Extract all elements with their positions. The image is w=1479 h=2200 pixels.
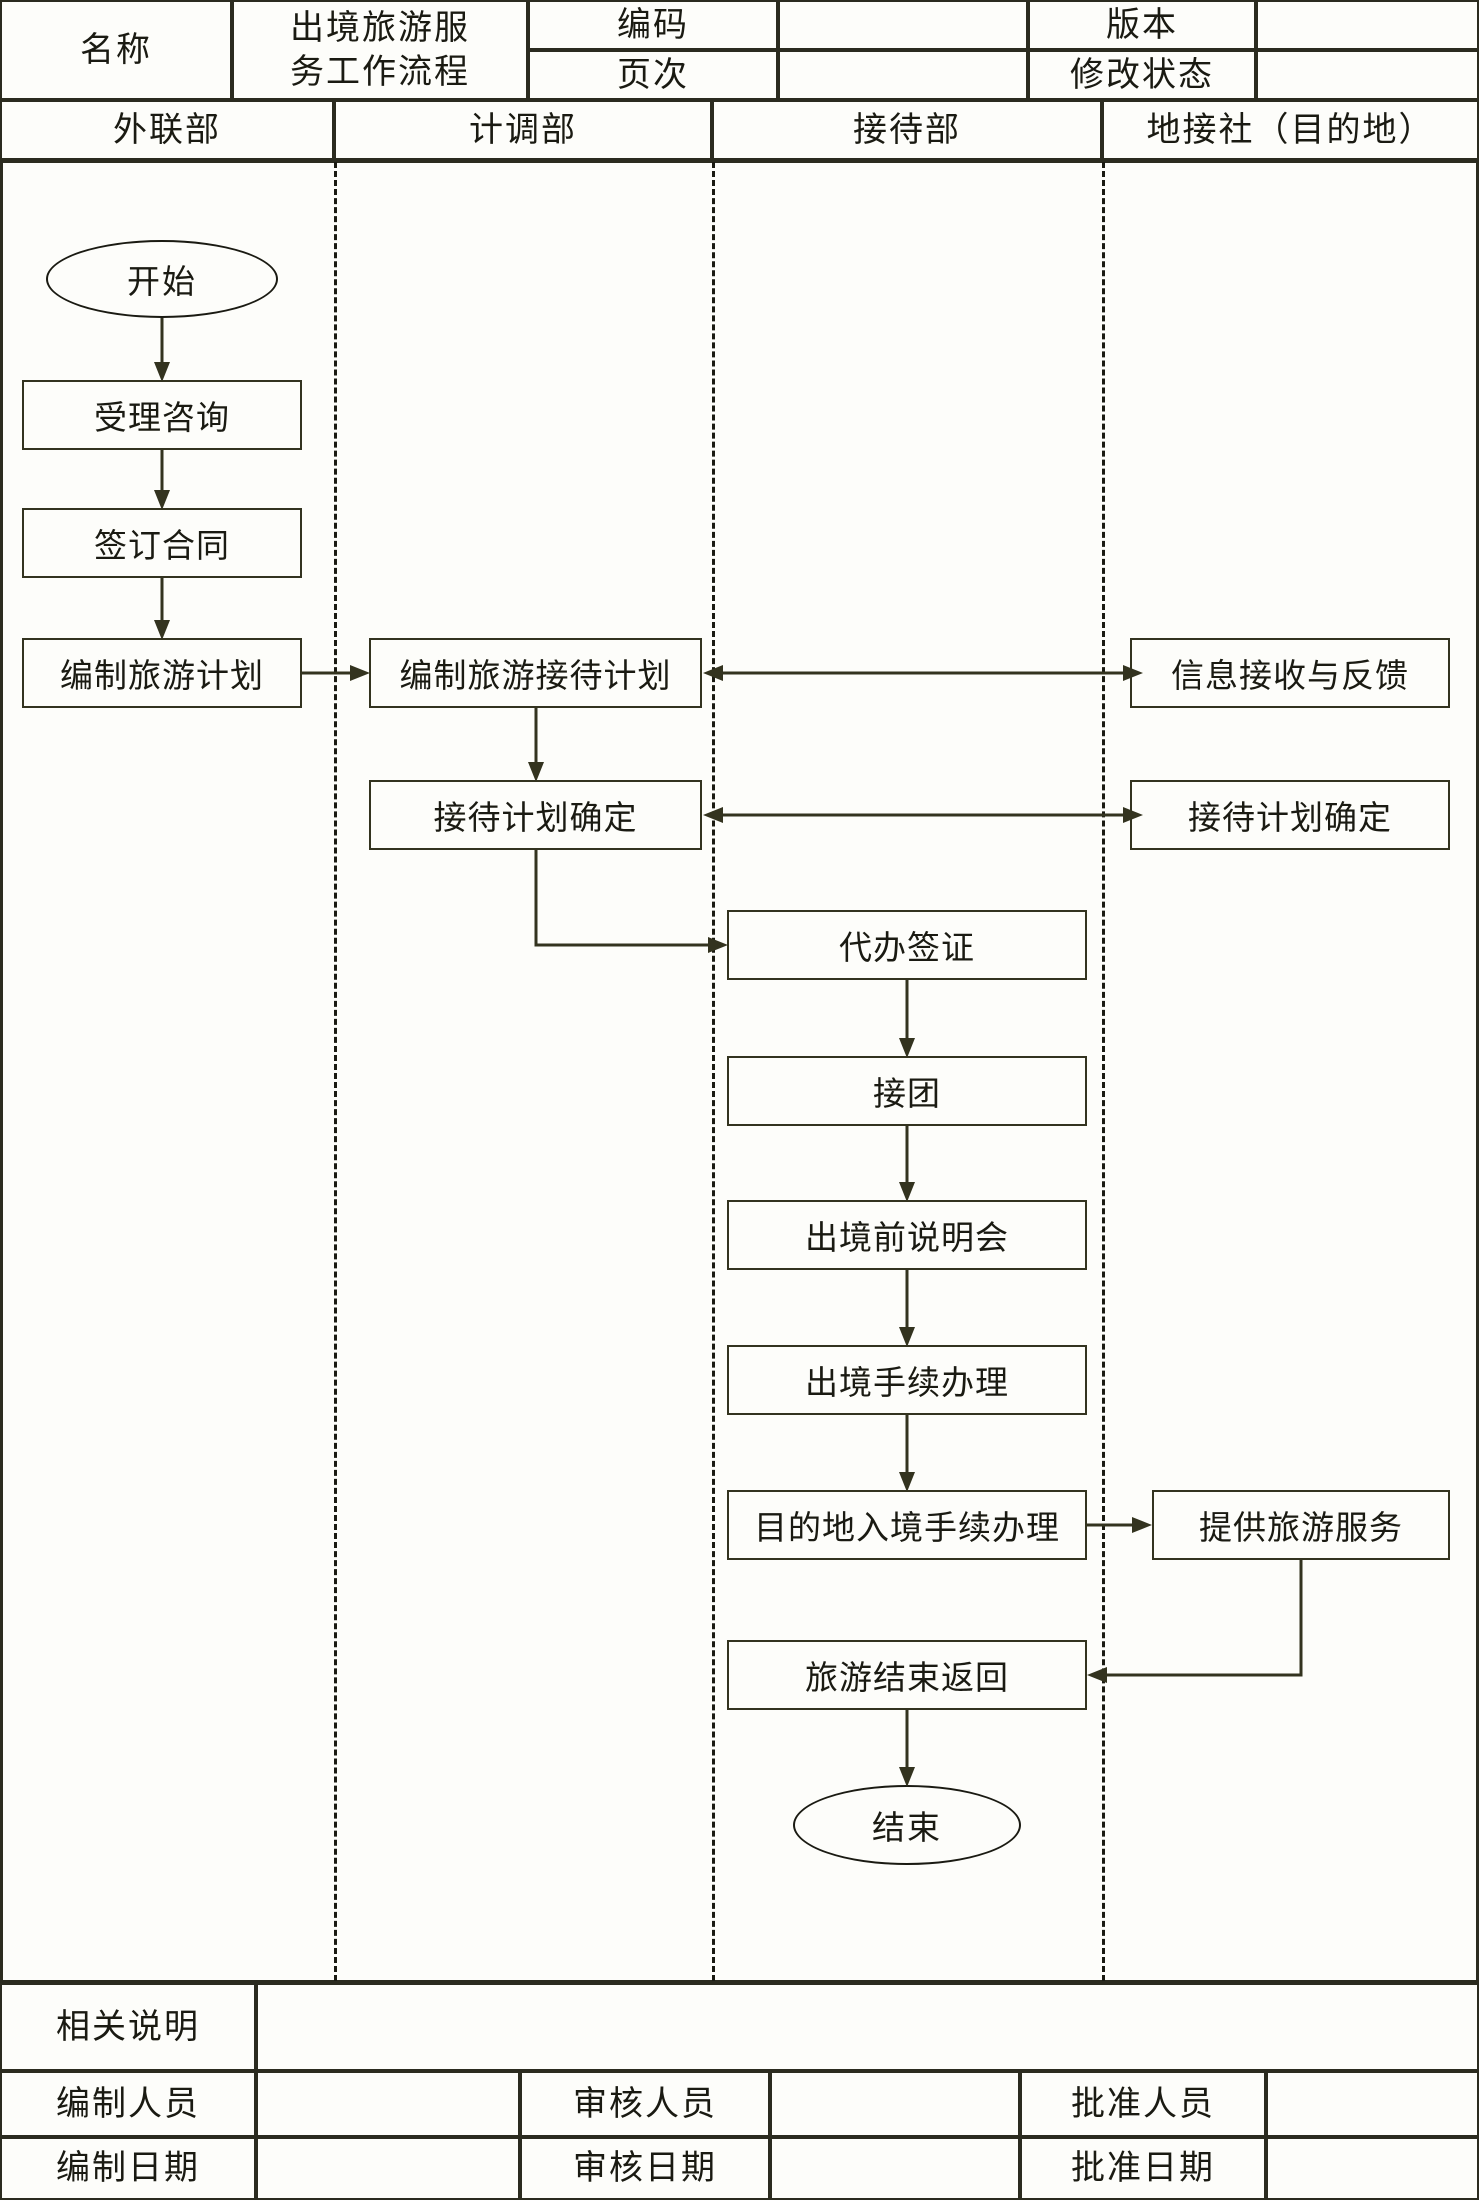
footer-reviewed-by-value[interactable]: [770, 2071, 1020, 2137]
footer-notes-value[interactable]: [256, 1983, 1479, 2071]
node-provide-tour-service: 提供旅游服务: [1152, 1490, 1450, 1560]
lane-header-jiDiaoBu: 计调部: [334, 100, 712, 160]
footer-approved-date-label: 批准日期: [1020, 2137, 1266, 2200]
node-info-receive-feedback: 信息接收与反馈: [1130, 638, 1450, 708]
footer-reviewed-date-label: 审核日期: [520, 2137, 770, 2200]
footer-approved-date-value[interactable]: [1266, 2137, 1479, 2200]
header-page-label: 页次: [528, 50, 778, 100]
footer-prepared-by-label: 编制人员: [0, 2071, 256, 2137]
lane-divider-3: [1102, 162, 1105, 1981]
node-make-reception-plan: 编制旅游接待计划: [369, 638, 702, 708]
flow-area-frame: [0, 160, 1479, 1983]
node-sign-contract: 签订合同: [22, 508, 302, 578]
header-title-text: 出境旅游服 务工作流程: [290, 7, 470, 92]
node-tour-end-return: 旅游结束返回: [727, 1640, 1087, 1710]
header-page-value[interactable]: [778, 50, 1028, 100]
lane-header-jieDaiBu: 接待部: [712, 100, 1102, 160]
footer-approved-by-label: 批准人员: [1020, 2071, 1266, 2137]
footer-prepared-date-label: 编制日期: [0, 2137, 256, 2200]
header-code-value[interactable]: [778, 0, 1028, 50]
node-accept-consult: 受理咨询: [22, 380, 302, 450]
footer-notes-label: 相关说明: [0, 1983, 256, 2071]
header-version-label: 版本: [1028, 0, 1256, 50]
header-name-label: 名称: [0, 0, 232, 100]
header-revision-label: 修改状态: [1028, 50, 1256, 100]
node-reception-plan-confirm-right: 接待计划确定: [1130, 780, 1450, 850]
footer-reviewed-date-value[interactable]: [770, 2137, 1020, 2200]
lane-divider-1: [334, 162, 337, 1981]
node-meet-group: 接团: [727, 1056, 1087, 1126]
node-destination-entry-formalities: 目的地入境手续办理: [727, 1490, 1087, 1560]
node-visa-agency: 代办签证: [727, 910, 1087, 980]
node-reception-plan-confirm-mid: 接待计划确定: [369, 780, 702, 850]
footer-reviewed-by-label: 审核人员: [520, 2071, 770, 2137]
lane-header-waiLianBu: 外联部: [0, 100, 334, 160]
header-version-value[interactable]: [1256, 0, 1479, 50]
header-code-label: 编码: [528, 0, 778, 50]
footer-prepared-date-value[interactable]: [256, 2137, 520, 2200]
node-start: 开始: [46, 240, 278, 318]
node-end: 结束: [793, 1785, 1021, 1865]
lane-header-diJieShe: 地接社（目的地）: [1102, 100, 1479, 160]
node-pre-departure-briefing: 出境前说明会: [727, 1200, 1087, 1270]
lane-divider-2: [712, 162, 715, 1981]
footer-approved-by-value[interactable]: [1266, 2071, 1479, 2137]
footer-prepared-by-value[interactable]: [256, 2071, 520, 2137]
header-title-value: 出境旅游服 务工作流程: [232, 0, 528, 100]
header-revision-value[interactable]: [1256, 50, 1479, 100]
node-make-travel-plan: 编制旅游计划: [22, 638, 302, 708]
